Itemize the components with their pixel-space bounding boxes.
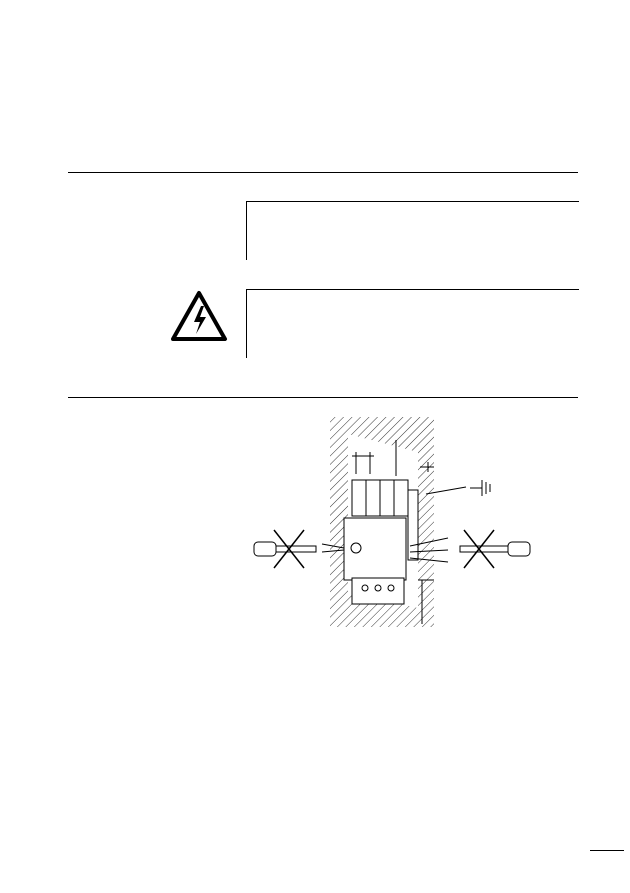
screwdriver-icon [253,529,317,569]
note-box [246,201,579,260]
screwdriver-icon [459,529,531,569]
mounting-clearance-diagram [238,412,548,632]
warning-box [246,289,579,358]
section-divider-top [68,172,578,173]
section-divider-bottom [68,397,578,398]
electrical-hazard-icon [170,290,228,342]
page-number-rule [590,850,624,851]
